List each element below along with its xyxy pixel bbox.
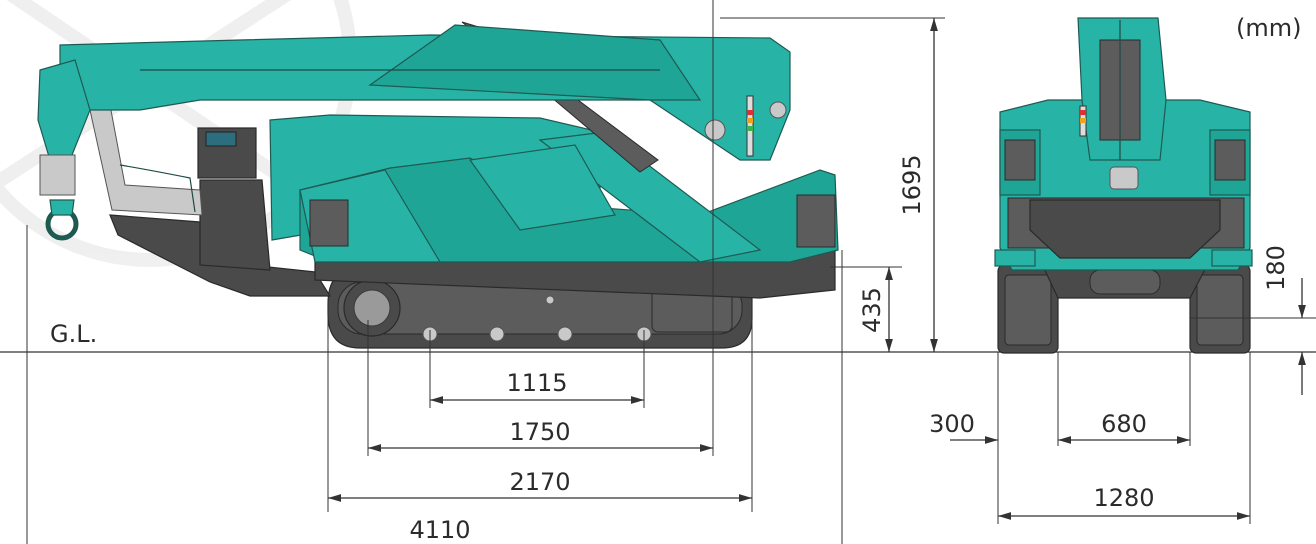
dim-overall-length: 4110 [409, 516, 470, 544]
dim-ground-clearance: 435 [858, 287, 886, 333]
dim-track-gap: 680 [1101, 410, 1147, 438]
crane-front-view [994, 17, 1253, 354]
dim-roller-span: 1115 [506, 369, 567, 397]
dim-overall-width: 1280 [1093, 484, 1154, 512]
side-dimensions: 1115 1750 2170 4110 1695 435 [26, 0, 945, 544]
unit-label: (mm) [1236, 14, 1301, 42]
dim-track-wheelbase: 1750 [509, 418, 570, 446]
dim-overall-height: 1695 [898, 154, 926, 215]
crane-side-view [37, 21, 839, 349]
front-dimensions: 680 300 1280 180 [929, 245, 1316, 524]
hook [45, 199, 79, 241]
dim-underbody-clearance: 180 [1262, 245, 1290, 291]
dim-track-width: 300 [929, 410, 975, 438]
dim-track-length: 2170 [509, 468, 570, 496]
operator-seat [89, 104, 203, 216]
ground-label: G.L. [50, 320, 97, 348]
outrigger-front [538, 131, 762, 263]
